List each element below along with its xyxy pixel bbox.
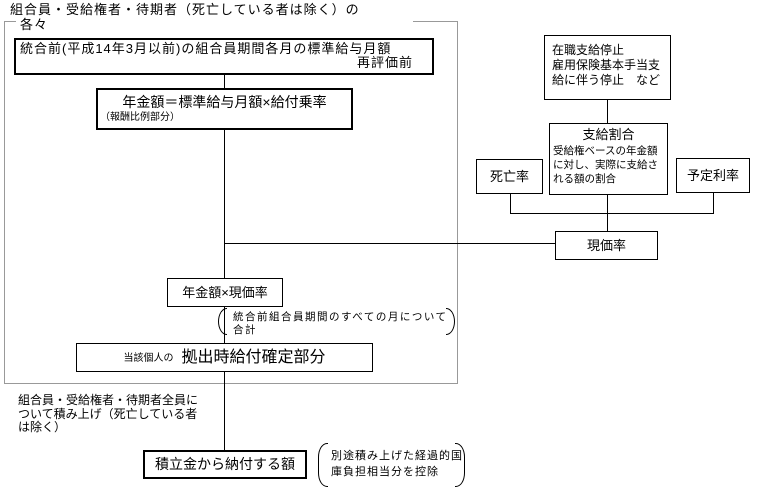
aggregate-note: 組合員・受給権者・待期者全員に ついて積み上げ（死亡している者 は除く）: [18, 393, 208, 435]
pension-times-pv-label: 年金額×現価率: [182, 284, 268, 300]
suspension-line3: 給に伴う停止 など: [552, 73, 661, 87]
sum-note-open-paren: [218, 308, 227, 335]
payment-ratio-desc3: れる額の割合: [553, 173, 616, 185]
pension-formula-line1: 年金額＝標準給与月額×給付乗率: [122, 94, 327, 110]
connector-fixed-payment: [224, 372, 225, 450]
payment-from-reserve-box: 積立金から納付する額: [143, 450, 307, 479]
aggregate-note-line1: 組合員・受給権者・待期者全員に: [18, 393, 199, 407]
frame-bottom-edge: [4, 383, 458, 384]
payment-from-reserve-label: 積立金から納付する額: [155, 456, 295, 472]
suspension-line1: 在職支給停止: [552, 43, 625, 57]
suspension-box: 在職支給停止 雇用保険基本手当支 給に伴う停止 など: [544, 35, 671, 100]
connector-pvrate-horizontal: [224, 243, 555, 244]
base-salary-box: 統合前(平成14年3月以前)の組合員期間各月の標準給与月額 再評価前: [14, 38, 434, 75]
connector-ratio-pvrate: [607, 195, 608, 231]
payment-ratio-desc2: に対し、実際に支給さ: [553, 159, 658, 171]
assumed-interest-rate-label: 予定利率: [686, 167, 739, 183]
sum-note-line1: 統合前組合員期間のすべての月について: [233, 311, 448, 323]
pension-formula-box: 年金額＝標準給与月額×給付乗率 （報酬比例部分）: [96, 88, 353, 130]
pension-formula-line2: （報酬比例部分）: [100, 112, 180, 123]
assumed-interest-rate-box: 予定利率: [676, 158, 750, 193]
fixed-benefit-box: 当該個人の 拠出時給付確定部分: [76, 343, 373, 372]
connector-basesalary-formula: [224, 75, 225, 88]
present-value-rate-label: 現価率: [586, 237, 626, 253]
base-salary-line1: 統合前(平成14年3月以前)の組合員期間各月の標準給与月額: [20, 41, 392, 56]
mortality-rate-label: 死亡率: [489, 168, 529, 184]
aggregate-note-line3: は除く）: [18, 420, 67, 434]
deduction-note-line1: 別途積み上げた経過的国: [331, 450, 463, 462]
sum-note-line2: 合計: [233, 324, 257, 336]
payment-ratio-desc1: 受給権ベースの年金額: [553, 145, 658, 157]
present-value-rate-box: 現価率: [555, 231, 658, 260]
deduction-note-line2: 庫負担相当分を控除: [331, 466, 439, 478]
aggregate-note-line2: ついて積み上げ（死亡している者: [18, 406, 198, 421]
pension-times-pv-box: 年金額×現価率: [167, 278, 283, 307]
frame-top-right-segment: [413, 21, 458, 22]
connector-pv-fixed: [224, 307, 225, 343]
frame-top-left-segment: [4, 21, 16, 22]
base-salary-line2: 再評価前: [356, 55, 413, 70]
frame-right-edge: [457, 21, 458, 383]
deduction-note-open-paren: [318, 443, 328, 487]
mortality-rate-box: 死亡率: [476, 159, 543, 194]
connector-suspension-ratio: [607, 100, 608, 124]
diagram-title-line1: 組合員・受給権者・待期者（死亡している者は除く）の: [10, 2, 360, 17]
fixed-benefit-label: 拠出時給付確定部分: [181, 349, 326, 366]
connector-interest-down: [713, 193, 714, 213]
payment-ratio-title: 支給割合: [582, 127, 635, 142]
diagram-title-line2: 各々: [18, 17, 51, 32]
suspension-line2: 雇用保険基本手当支: [552, 58, 661, 72]
payment-ratio-box: 支給割合 受給権ベースの年金額 に対し、実際に支給さ れる額の割合: [549, 123, 668, 195]
frame-left-edge: [4, 21, 5, 383]
connector-formula-pv: [224, 130, 225, 278]
connector-rates-horizontal: [510, 213, 714, 214]
fixed-benefit-prefix: 当該個人の: [123, 353, 174, 364]
connector-mortality-down: [510, 194, 511, 213]
